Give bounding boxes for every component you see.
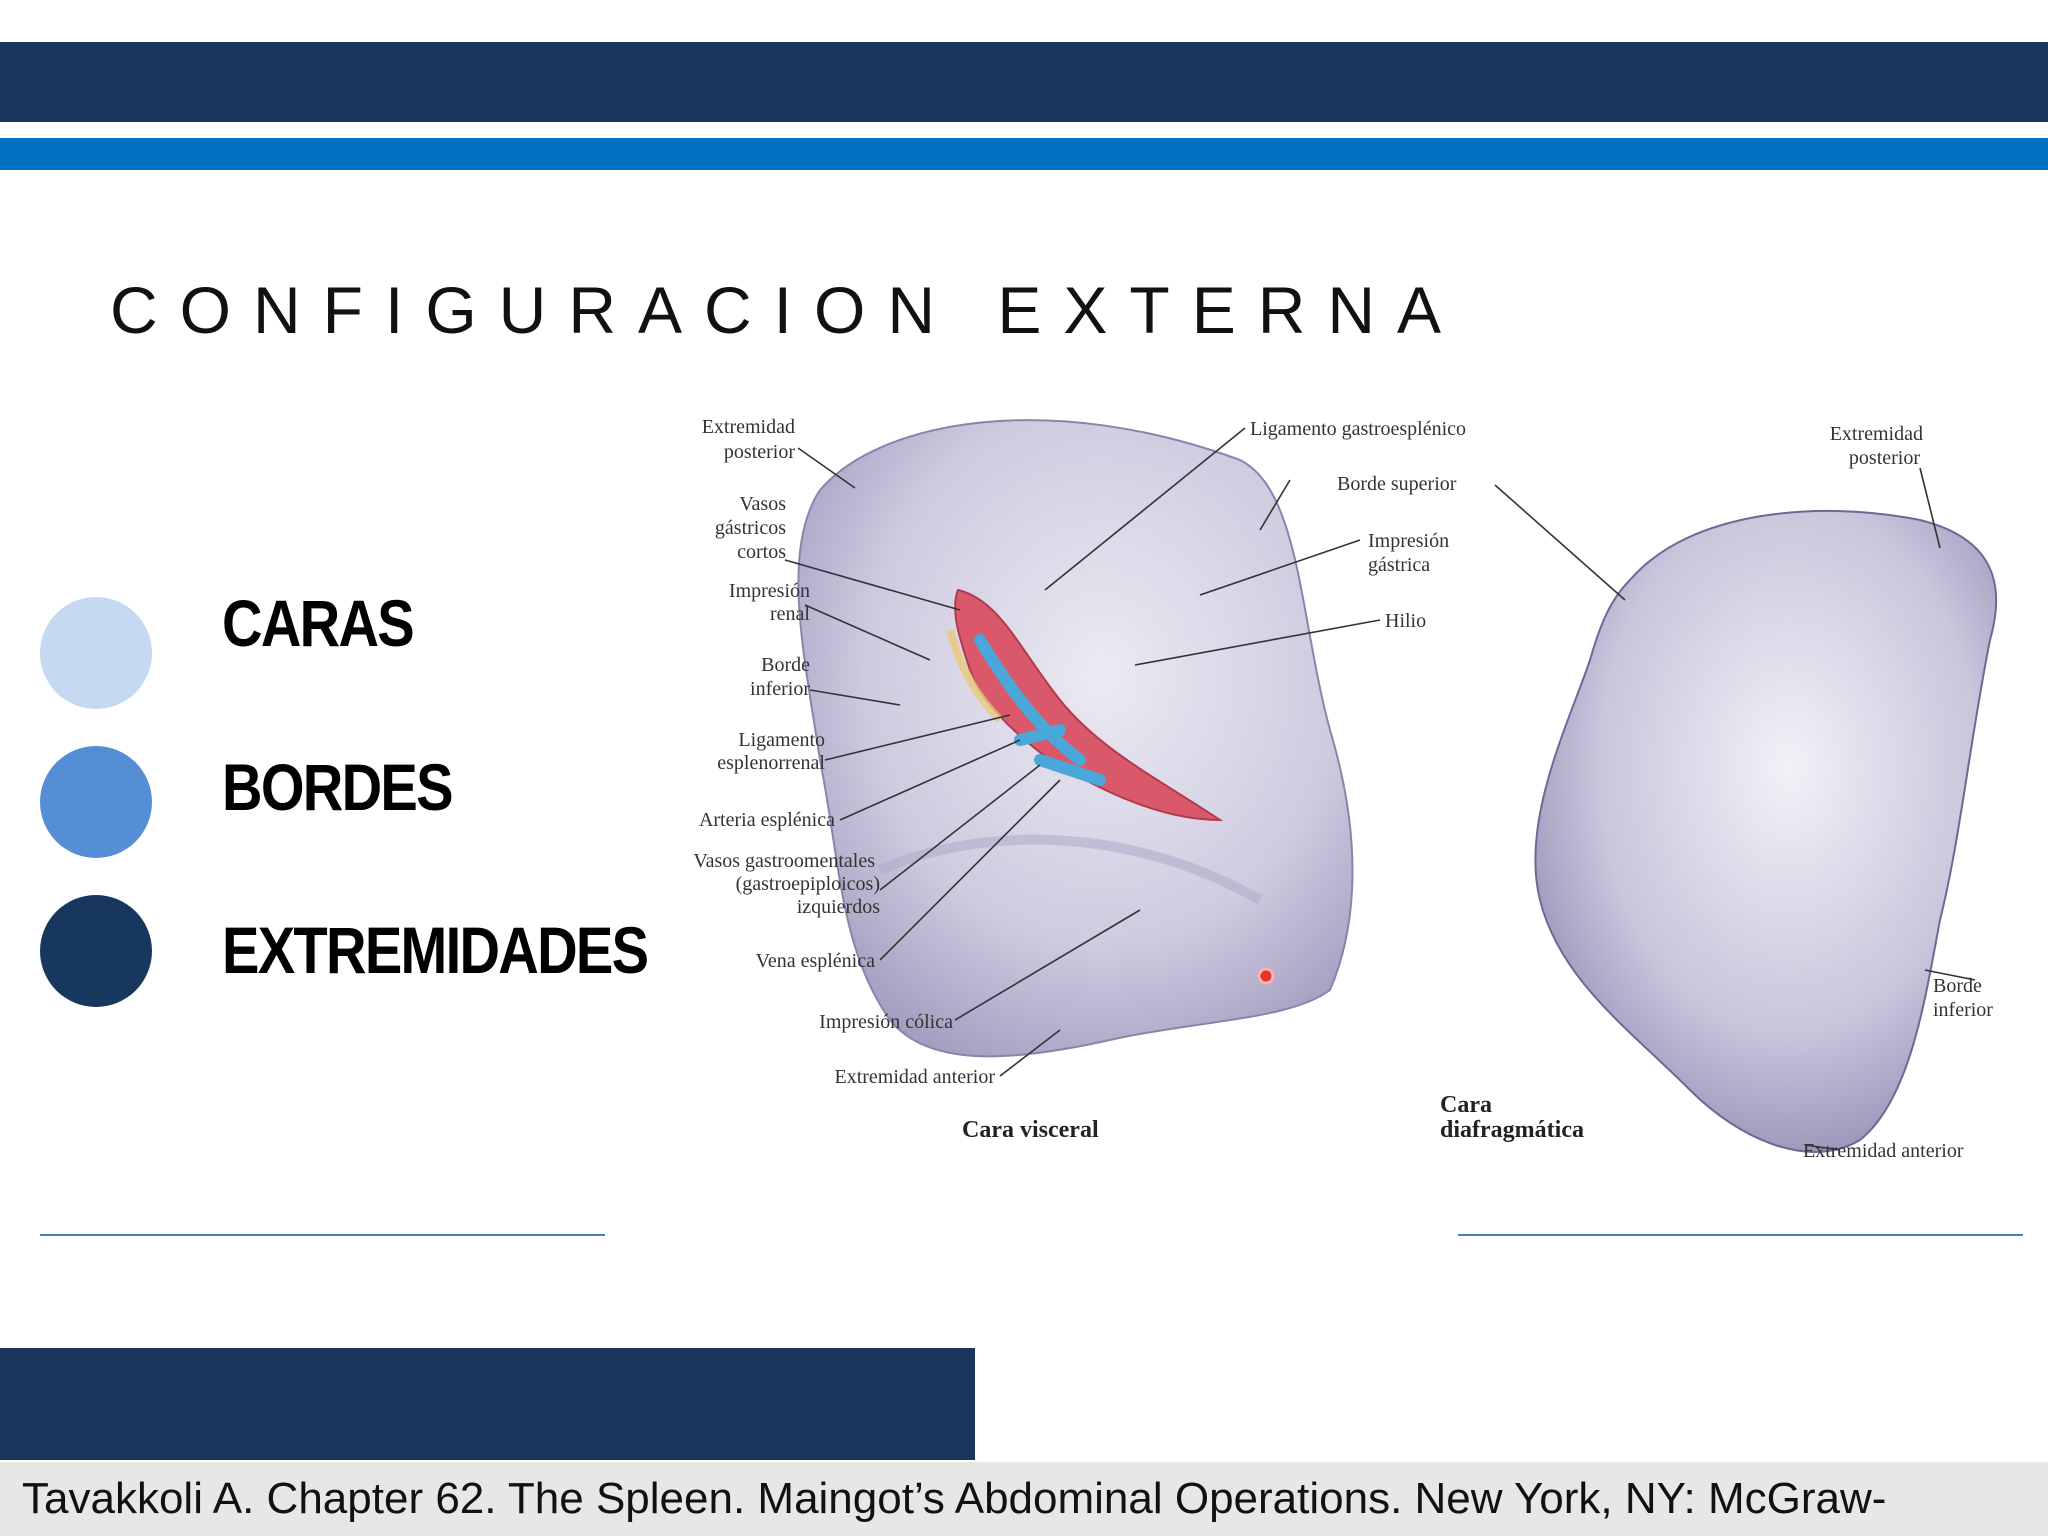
label-vasos: Vasos <box>739 493 786 515</box>
citation-text: Tavakkoli A. Chapter 62. The Spleen. Mai… <box>22 1474 1887 1523</box>
spleen-diaphragmatic-shape <box>1534 509 1998 1153</box>
label-ligamento-1: Ligamento <box>738 729 825 751</box>
hilum-veins <box>974 634 1106 786</box>
footer-band-dark <box>0 1348 975 1460</box>
label-vasos-gastroomentales-1: Vasos gastroomentales <box>693 850 875 872</box>
visceral-right-labels: Ligamento gastroesplénico Borde superior… <box>1250 418 1466 632</box>
label-borde-inferior-2: inferior <box>750 678 810 700</box>
hilum-vessels <box>954 588 1224 822</box>
header-band-dark <box>0 42 2048 122</box>
label-hilio: Hilio <box>1385 610 1426 632</box>
visceral-ridge <box>877 834 1263 905</box>
label-impresion-gastrica-1: Impresión <box>1368 530 1449 552</box>
diaphragmatic-labels: Extremidad posterior Borde inferior Extr… <box>1803 423 1993 1162</box>
label-diaf-borde-inferior-1: Borde <box>1933 975 1982 997</box>
label-diaf-extremidad-anterior: Extremidad anterior <box>1803 1140 1964 1162</box>
bullet-extremidades-circle <box>40 895 152 1007</box>
leader-lines <box>784 427 1976 1151</box>
label-ligamento-gastroesplenico: Ligamento gastroesplénico <box>1250 418 1466 440</box>
label-extremidad-anterior: Extremidad anterior <box>835 1066 996 1088</box>
divider-right <box>1458 1234 2023 1236</box>
slide-title: CONFIGURACION EXTERNA <box>110 273 1464 347</box>
header-band-blue <box>0 138 2048 170</box>
label-impresion-renal-1: Impresión <box>729 580 810 602</box>
caption-cara-visceral: Cara visceral <box>962 1117 1099 1143</box>
label-vena-esplenica: Vena esplénica <box>756 950 876 972</box>
label-diaf-borde-inferior-2: inferior <box>1933 999 1993 1021</box>
label-cortos: cortos <box>737 541 786 563</box>
hilum-fat <box>946 629 1003 723</box>
label-ligamento-2: esplenorrenal <box>717 752 825 774</box>
bullet-bordes-label: BORDES <box>222 750 454 824</box>
label-borde-inferior-1: Borde <box>761 654 810 676</box>
label-extremidad-posterior-1: Extremidad <box>702 416 795 438</box>
label-vasos-gastroomentales-2: (gastroepiploicos) <box>736 873 880 895</box>
label-vasos-gastroomentales-3: izquierdos <box>797 896 881 918</box>
visceral-labels: Extremidad posterior Vasos gástricos cor… <box>693 416 995 1088</box>
citation-bar: Tavakkoli A. Chapter 62. The Spleen. Mai… <box>0 1462 2048 1536</box>
label-diaf-extremidad-posterior-1: Extremidad <box>1830 423 1923 445</box>
caption-diafragmatica: diafragmática <box>1440 1117 1584 1143</box>
label-impresion-renal-2: renal <box>770 603 810 625</box>
bullet-caras-label: CARAS <box>222 586 415 660</box>
caption-cara: Cara <box>1440 1092 1492 1118</box>
bullet-caras-circle <box>40 597 152 709</box>
label-impresion-colica: Impresión cólica <box>819 1011 953 1033</box>
label-diaf-extremidad-posterior-2: posterior <box>1849 447 1920 469</box>
bullet-bordes-circle <box>40 746 152 858</box>
label-impresion-gastrica-2: gástrica <box>1368 554 1430 576</box>
bullet-extremidades-label: EXTREMIDADES <box>222 913 649 987</box>
label-arteria-esplenica: Arteria esplénica <box>699 809 835 831</box>
divider-left <box>40 1234 605 1236</box>
spleen-anatomy-figure: Extremidad posterior Vasos gástricos cor… <box>693 416 1998 1162</box>
label-extremidad-posterior-2: posterior <box>724 441 795 463</box>
label-borde-superior: Borde superior <box>1337 473 1457 495</box>
pointer-dot <box>1257 967 1275 985</box>
label-gastricos: gástricos <box>715 517 786 539</box>
